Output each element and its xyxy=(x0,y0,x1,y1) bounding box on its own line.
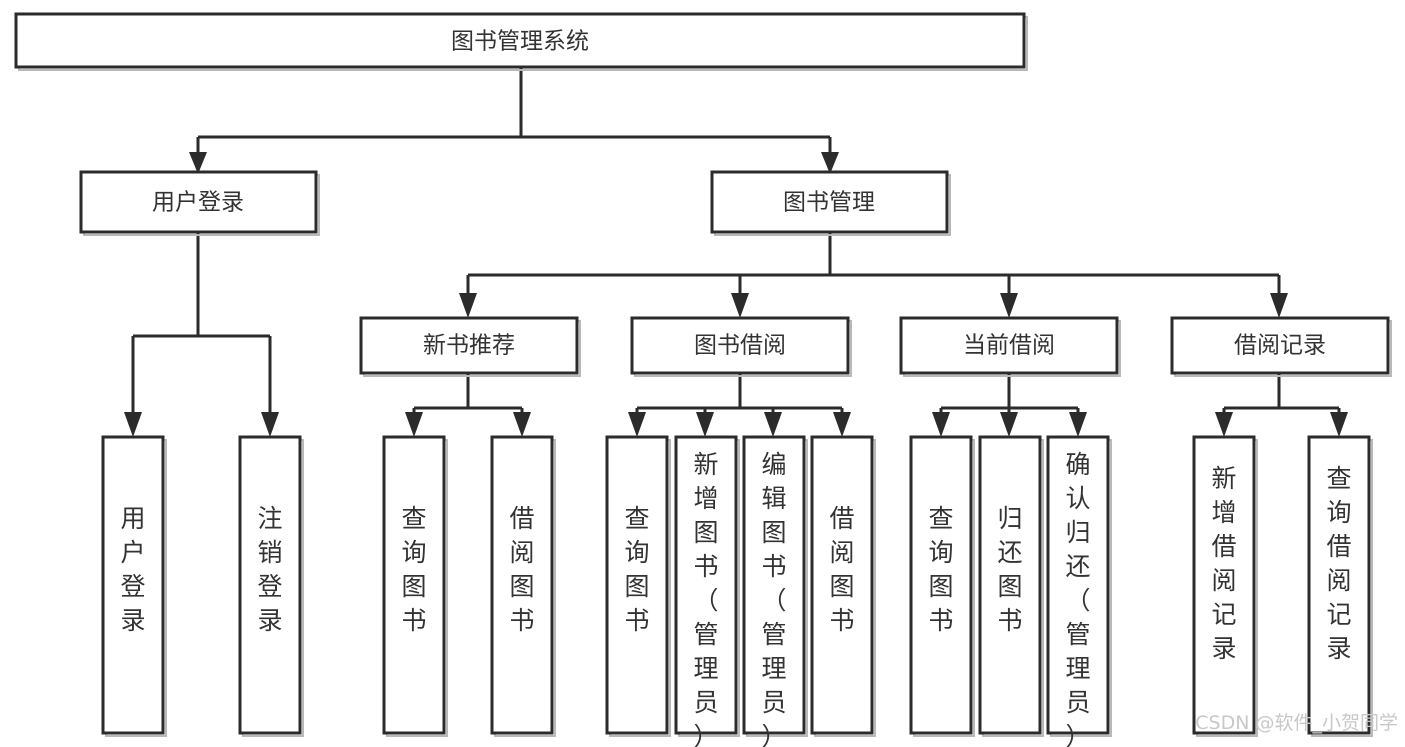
arrow-head-leaf-current-borrow-3 xyxy=(1069,412,1087,437)
leaf-layer: 用户登录 注销登录 查询图书 借阅图书 查询图书 新增图书（管理员） 编辑图书（… xyxy=(101,435,1373,747)
leaf-label: 借阅图书 xyxy=(829,504,854,635)
node-current-borrow[interactable]: 当前借阅 xyxy=(899,316,1121,377)
node-root-label: 图书管理系统 xyxy=(451,29,589,55)
arrow-head-book-manage xyxy=(821,152,839,174)
leaf-node[interactable]: 新增借阅记录 xyxy=(1192,435,1258,737)
node-root[interactable]: 图书管理系统 xyxy=(14,12,1028,71)
leaf-node[interactable]: 查询图书 xyxy=(382,435,448,737)
arrow-head-leaf-current-borrow-2 xyxy=(1000,412,1018,437)
leaf-label: 查询借阅记录 xyxy=(1326,464,1351,663)
arrow-head-book-borrow xyxy=(731,293,749,318)
node-book-borrow[interactable]: 图书借阅 xyxy=(630,316,852,377)
leaf-box xyxy=(909,435,973,735)
leaf-node[interactable]: 查询借阅记录 xyxy=(1307,435,1373,737)
leaf-node[interactable]: 归还图书 xyxy=(978,435,1044,737)
node-user-login[interactable]: 用户登录 xyxy=(79,170,320,236)
arrow-head-leaf-user-login-1 xyxy=(124,412,142,437)
leaf-label: 借阅图书 xyxy=(509,504,534,635)
node-borrow-record-label: 借阅记录 xyxy=(1234,333,1326,359)
node-user-login-box xyxy=(79,170,318,234)
arrow-head-leaf-book-borrow-3 xyxy=(764,412,782,437)
arrow-head-leaf-borrow-record-2 xyxy=(1330,412,1348,437)
arrow-head-new-book xyxy=(459,293,477,318)
arrow-head-current-borrow xyxy=(1000,293,1018,318)
node-current-borrow-label: 当前借阅 xyxy=(963,333,1055,359)
leaf-node[interactable]: 编辑图书（管理员） xyxy=(742,435,808,747)
node-user-login-label: 用户登录 xyxy=(152,190,244,216)
arrow-head-user-login xyxy=(189,152,207,174)
leaf-node[interactable]: 新增图书（管理员） xyxy=(674,435,740,747)
node-book-manage-box xyxy=(710,170,949,234)
node-new-book-recommend[interactable]: 新书推荐 xyxy=(359,316,581,377)
leaf-node[interactable]: 查询图书 xyxy=(605,435,671,737)
node-borrow-record[interactable]: 借阅记录 xyxy=(1170,316,1392,377)
leaf-box xyxy=(605,435,669,735)
leaf-box xyxy=(490,435,554,735)
leaf-label: 注销登录 xyxy=(257,504,282,635)
arrow-head-leaf-book-borrow-2 xyxy=(696,412,714,437)
arrow-head-leaf-new-book-1 xyxy=(405,412,423,437)
node-book-manage[interactable]: 图书管理 xyxy=(710,170,951,236)
leaf-box xyxy=(238,435,302,735)
node-current-borrow-box xyxy=(899,316,1119,375)
node-new-book-recommend-label: 新书推荐 xyxy=(423,333,515,359)
leaf-label: 查询图书 xyxy=(624,504,649,635)
leaf-node[interactable]: 查询图书 xyxy=(909,435,975,737)
arrow-head-leaf-user-login-2 xyxy=(261,412,279,437)
arrow-head-leaf-book-borrow-1 xyxy=(628,412,646,437)
node-book-borrow-box xyxy=(630,316,850,375)
arrow-head-leaf-book-borrow-4 xyxy=(833,412,851,437)
arrow-head-leaf-current-borrow-1 xyxy=(932,412,950,437)
node-root-box xyxy=(14,12,1026,69)
csdn-watermark: CSDN @软件_小贺同学 xyxy=(1195,712,1398,734)
leaf-box xyxy=(978,435,1042,735)
node-book-manage-label: 图书管理 xyxy=(783,190,875,216)
leaf-label: 查询图书 xyxy=(401,504,426,635)
connector-layer xyxy=(124,67,1348,437)
leaf-label: 编辑图书（管理员） xyxy=(761,450,786,747)
leaf-node[interactable]: 借阅图书 xyxy=(810,435,876,737)
arrow-head-borrow-record xyxy=(1270,293,1288,318)
leaf-box xyxy=(742,435,806,735)
leaf-node[interactable]: 借阅图书 xyxy=(490,435,556,737)
leaf-label: 新增图书（管理员） xyxy=(693,450,718,747)
leaf-box xyxy=(1192,435,1256,735)
leaf-box xyxy=(1046,435,1110,735)
leaf-node[interactable]: 注销登录 xyxy=(238,435,304,737)
leaf-box xyxy=(1307,435,1371,735)
leaf-label: 归还图书 xyxy=(997,504,1022,635)
arrow-head-leaf-borrow-record-1 xyxy=(1215,412,1233,437)
leaf-box xyxy=(810,435,874,735)
node-new-book-recommend-box xyxy=(359,316,579,375)
leaf-box xyxy=(382,435,446,735)
leaf-label: 用户登录 xyxy=(120,504,145,635)
node-borrow-record-box xyxy=(1170,316,1390,375)
leaf-box xyxy=(101,435,165,735)
arrow-head-leaf-new-book-2 xyxy=(513,412,531,437)
node-book-borrow-label: 图书借阅 xyxy=(694,333,786,359)
leaf-node[interactable]: 确认归还（管理员） xyxy=(1046,435,1112,747)
leaf-label: 新增借阅记录 xyxy=(1211,464,1236,663)
leaf-box xyxy=(674,435,738,735)
leaf-label: 确认归还（管理员） xyxy=(1065,450,1090,747)
leaf-label: 查询图书 xyxy=(928,504,953,635)
leaf-node[interactable]: 用户登录 xyxy=(101,435,167,737)
